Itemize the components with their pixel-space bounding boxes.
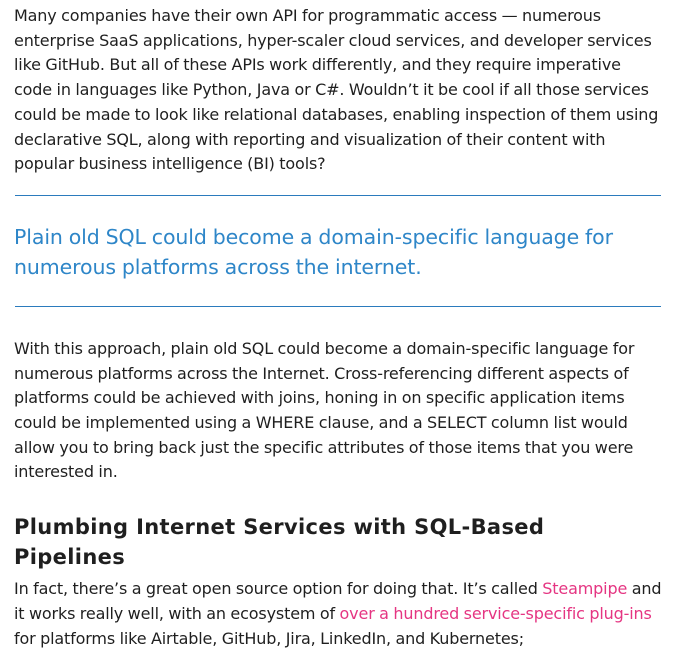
article-body: Many companies have their own API for pr…: [14, 4, 662, 651]
section-paragraph-text-2: and it works really well, with an ecosys…: [14, 579, 662, 623]
steampipe-link[interactable]: Steampipe: [542, 579, 628, 599]
intro-paragraph: Many companies have their own API for pr…: [14, 6, 659, 174]
section-paragraph-text-3: for platforms like Airtable, GitHub, Jir…: [14, 628, 524, 648]
section-heading: Plumbing Internet Services with SQL-Base…: [14, 515, 545, 570]
pull-quote-bottom-rule: [15, 305, 661, 307]
body-paragraph: With this approach, plain old SQL could …: [14, 338, 635, 482]
plugins-link[interactable]: over a hundred service-specific plug-ins: [339, 603, 652, 623]
pull-quote-top-rule: [15, 194, 661, 196]
pull-quote: Plain old SQL could become a domain-spec…: [14, 224, 613, 279]
section-paragraph-text-1: In fact, there’s a great open source opt…: [14, 579, 543, 599]
